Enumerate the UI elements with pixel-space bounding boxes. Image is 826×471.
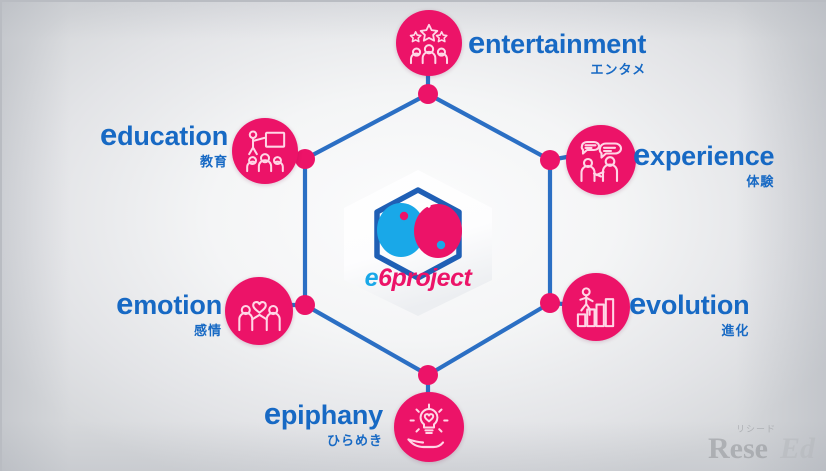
label-entertainment-rest: ntertainment [485,29,647,59]
logo-pink-circle [414,204,462,258]
person-climbing-bar-chart-icon [576,286,614,327]
label-emotion-rest: motion [133,290,222,320]
watermark-kana: リシード [736,424,776,434]
label-evolution-rest: volution [646,290,750,320]
label-entertainment-japanese: エンタメ [590,62,647,77]
link-top-left [302,91,431,162]
watermark: リシード Rese Ed [706,416,818,467]
label-entertainment-english: entertainment [468,27,646,58]
label-experience: experience 体験 [633,137,775,189]
hexagon-two-circles-logo [344,170,492,316]
label-experience-rest: xperience [650,141,775,171]
label-education-english: education [100,119,228,150]
vertex-dot-top-left [295,149,315,169]
left-edge-line [0,0,2,471]
logo-cyan-circle [377,203,425,257]
logo-blue-hexagon-outline [374,187,462,281]
label-education-japanese: 教育 [199,154,228,169]
label-emotion-lead: e [116,286,134,321]
logo-cyan-dot [436,240,446,250]
logo-wordmark-6project: 6project [378,264,472,292]
logo-pink-dot [399,211,409,221]
stars-audience-icon [409,23,449,65]
teacher-whiteboard-students-icon [246,130,286,173]
label-emotion: emotion 感情 [116,288,222,337]
label-experience-lead: e [633,137,651,172]
node-emotion[interactable] [225,277,293,345]
label-education-rest: ducation [117,121,228,151]
node-education[interactable] [232,118,298,184]
watermark-text-1: Rese [708,432,768,462]
label-education: education 教育 [100,119,228,168]
label-experience-english: experience [633,137,775,172]
label-experience-japanese: 体験 [746,174,775,189]
label-entertainment-lead: e [468,25,486,60]
label-epiphany: epiphany ひらめき [264,398,383,447]
label-evolution-japanese: 進化 [721,323,750,338]
label-epiphany-rest: piphany [280,400,383,430]
node-experience[interactable] [566,125,636,195]
logo-wordmark: e6project [333,264,503,293]
label-evolution-english: evolution [629,286,750,321]
link-top-right [425,91,553,163]
center-logo[interactable]: e6project [333,168,503,318]
label-epiphany-japanese: ひらめき [326,433,383,448]
label-evolution: evolution 進化 [629,286,750,338]
node-epiphany[interactable] [394,392,464,462]
label-evolution-lead: e [629,286,647,321]
label-emotion-japanese: 感情 [193,323,222,338]
watermark-text-2: Ed [779,432,816,462]
two-people-heart-icon [237,300,281,331]
label-emotion-english: emotion [116,288,222,319]
vertex-dot-bottom-right [540,293,560,313]
label-epiphany-english: epiphany [264,398,383,429]
vertex-dot-top [418,84,438,104]
link-bottom-right [425,300,553,378]
label-entertainment: entertainment エンタメ [468,27,646,76]
vertex-dot-top-right [540,150,560,170]
lightbulb-on-hand-icon [407,403,449,449]
node-evolution[interactable] [562,273,630,341]
two-people-speech-bubbles-icon [580,140,623,183]
top-edge-line [0,0,826,2]
link-bottom-left [302,302,431,378]
label-epiphany-lead: e [263,396,281,431]
node-entertainment[interactable] [396,10,462,76]
vertex-dot-bottom-left [295,295,315,315]
vertex-dot-bottom [418,365,438,385]
label-education-lead: e [100,117,118,152]
logo-highlight-arc [415,202,431,209]
logo-wordmark-e: e [364,264,379,292]
